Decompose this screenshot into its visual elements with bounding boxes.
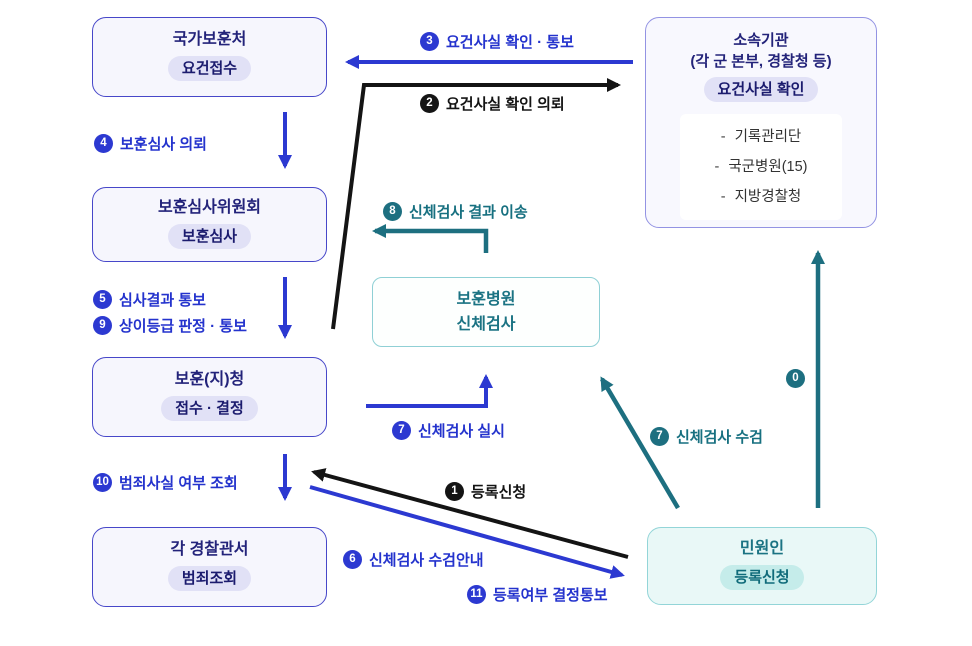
- node-title: 민원인: [739, 540, 785, 557]
- step-number-badge: 6: [343, 549, 362, 569]
- node-applicant: 민원인 등록신청: [647, 527, 877, 605]
- flow-step-3-label: 3 요건사실 확인 · 통보: [420, 30, 574, 52]
- step-number-badge: 4: [94, 133, 113, 153]
- node-role-badge: 보훈심사: [167, 224, 252, 249]
- step-number-badge: 7: [392, 420, 411, 440]
- step-text: 상이등급 판정 · 통보: [119, 317, 247, 335]
- step-number-badge: 1: [445, 481, 464, 501]
- flow-step-0-badge: 0: [786, 367, 805, 389]
- node-regional-veterans-office: 보훈(지)청 접수 · 결정: [92, 357, 327, 437]
- arrow-step2-confirm-request: [331, 78, 621, 330]
- flow-step-2-label: 2 요건사실 확인 의뢰: [420, 92, 565, 114]
- node-role-badge: 요건접수: [167, 56, 252, 81]
- step-number-badge: 7: [650, 426, 669, 446]
- node-veterans-affairs-ministry: 국가보훈처 요건접수: [92, 17, 327, 97]
- node-role-badge: 등록신청: [720, 565, 804, 590]
- step-number-badge: 11: [467, 584, 486, 604]
- arrow-step6-11-notify: [309, 485, 625, 579]
- arrow-step1-register: [311, 468, 629, 559]
- agency-list-item: - 국군병원(15): [686, 152, 836, 182]
- flow-step-1-label: 1 등록신청: [445, 480, 526, 502]
- node-police-station: 각 경찰관서 범죄조회: [92, 527, 327, 607]
- step-text: 보훈심사 의뢰: [120, 135, 207, 153]
- step-number-badge: 0: [786, 368, 805, 388]
- list-dash: -: [720, 129, 726, 145]
- node-title: 국가보훈처: [172, 31, 247, 48]
- node-review-committee: 보훈심사위원회 보훈심사: [92, 187, 327, 262]
- agency-list: - 기록관리단 - 국군병원(15) - 지방경찰청: [680, 114, 842, 220]
- agency-name: 기록관리단: [734, 129, 802, 145]
- flow-step-7-exam-attend-label: 7 신체검사 수검: [650, 425, 763, 447]
- flow-step-4-label: 4 보훈심사 의뢰: [94, 132, 207, 154]
- step-text: 범죄사실 여부 조회: [119, 474, 238, 492]
- node-title: 보훈병원: [456, 290, 516, 308]
- agency-list-item: - 기록관리단: [686, 122, 836, 152]
- step-text: 신체검사 수검안내: [369, 551, 484, 569]
- flow-step-9-label: 9 상이등급 판정 · 통보: [93, 314, 247, 336]
- arrow-step7-exam-attend: [600, 376, 680, 510]
- step-text: 요건사실 확인 · 통보: [446, 33, 574, 51]
- node-role-badge: 요건사실 확인: [703, 77, 819, 102]
- node-subtitle: 신체검사: [456, 315, 516, 333]
- step-text: 신체검사 결과 이송: [409, 203, 528, 221]
- agency-name: 지방경찰청: [734, 189, 802, 205]
- flow-step-10-label: 10 범죄사실 여부 조회: [93, 471, 238, 493]
- step-text: 요건사실 확인 의뢰: [446, 95, 565, 113]
- flow-step-11-label: 11 등록여부 결정통보: [467, 583, 608, 605]
- flow-step-7-exam-conduct-label: 7 신체검사 실시: [392, 419, 505, 441]
- step-text: 심사결과 통보: [119, 291, 206, 309]
- node-affiliated-agency: 소속기관 (각 군 본부, 경찰청 등) 요건사실 확인 - 기록관리단 - 국…: [645, 17, 877, 228]
- step-number-badge: 8: [383, 201, 402, 221]
- node-title: 각 경찰관서: [170, 541, 249, 558]
- node-title: 보훈심사위원회: [157, 199, 262, 216]
- node-title: 소속기관: [733, 32, 789, 49]
- node-veterans-hospital: 보훈병원 신체검사: [372, 277, 600, 347]
- step-text: 신체검사 실시: [418, 422, 505, 440]
- flow-step-5-label: 5 심사결과 통보: [93, 288, 206, 310]
- step-number-badge: 3: [420, 31, 439, 51]
- agency-list-item: - 지방경찰청: [686, 182, 836, 212]
- agency-name: 국군병원(15): [728, 159, 808, 175]
- step-number-badge: 10: [93, 472, 112, 492]
- flow-step-6-label: 6 신체검사 수검안내: [343, 548, 484, 570]
- step-number-badge: 9: [93, 315, 112, 335]
- node-title: 보훈(지)청: [174, 371, 245, 388]
- step-text: 등록신청: [471, 483, 527, 501]
- step-text: 신체검사 수검: [676, 428, 763, 446]
- node-role-badge: 범죄조회: [167, 566, 252, 591]
- list-dash: -: [714, 159, 720, 175]
- node-role-badge: 접수 · 결정: [161, 396, 258, 421]
- arrow-step7-exam-conduct: [366, 374, 493, 408]
- flow-step-8-label: 8 신체검사 결과 이송: [383, 200, 528, 222]
- list-dash: -: [720, 189, 726, 205]
- step-number-badge: 2: [420, 93, 439, 113]
- step-number-badge: 5: [93, 289, 112, 309]
- arrow-step8-exam-result: [372, 224, 489, 253]
- step-text: 등록여부 결정통보: [493, 586, 608, 604]
- node-subtitle: (각 군 본부, 경찰청 등): [690, 53, 832, 70]
